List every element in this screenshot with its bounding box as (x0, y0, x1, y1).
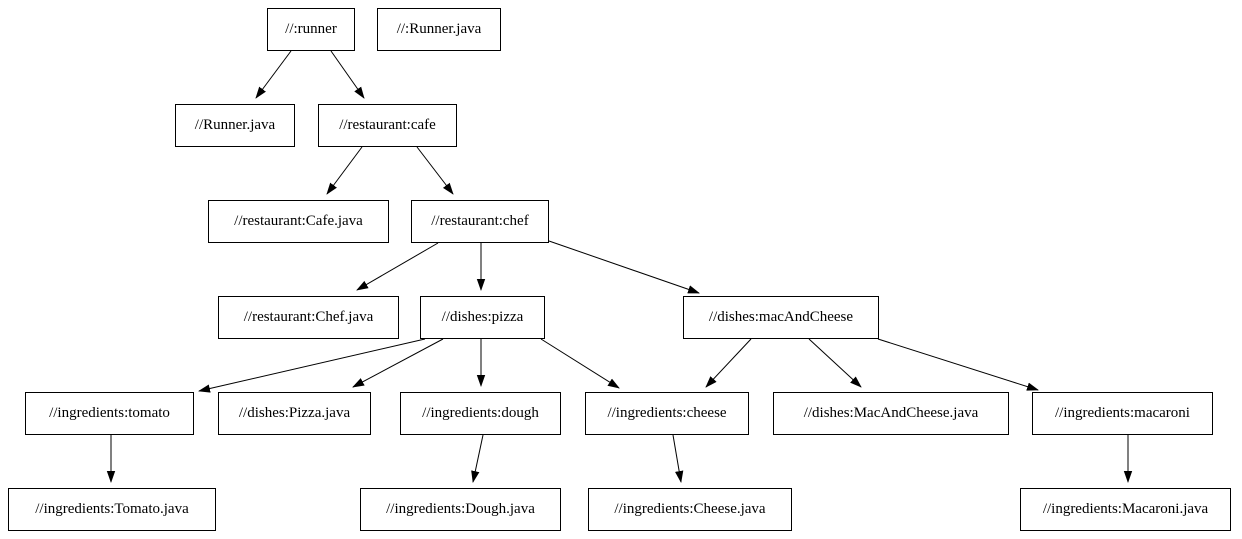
graph-node-mac-and-cheese: //dishes:macAndCheese (683, 296, 879, 339)
graph-node-pizza-java: //dishes:Pizza.java (218, 392, 371, 435)
graph-node-runner-java-root: //:Runner.java (377, 8, 501, 51)
graph-node-runner-java: //Runner.java (175, 104, 295, 147)
graph-node-tomato: //ingredients:tomato (25, 392, 194, 435)
edge-chef-to-mac-and-cheese (548, 240, 700, 294)
edge-mac-and-cheese-to-mac-and-cheese-java (808, 338, 862, 388)
edge-mac-and-cheese-to-macaroni (877, 338, 1039, 391)
graph-node-cheese-java: //ingredients:Cheese.java (588, 488, 792, 531)
edge-dough-to-dough-java (471, 434, 484, 483)
graph-node-cafe: //restaurant:cafe (318, 104, 457, 147)
edge-mac-and-cheese-to-cheese (705, 338, 752, 388)
graph-node-tomato-java: //ingredients:Tomato.java (8, 488, 216, 531)
graph-node-cheese: //ingredients:cheese (585, 392, 749, 435)
graph-node-chef: //restaurant:chef (411, 200, 549, 243)
edge-pizza-to-cheese (540, 338, 620, 389)
edge-cafe-to-cafe-java (326, 146, 363, 195)
edge-pizza-to-tomato (198, 338, 426, 393)
edge-chef-to-chef-java (356, 242, 439, 291)
graph-node-macaroni: //ingredients:macaroni (1032, 392, 1213, 435)
graph-node-dough-java: //ingredients:Dough.java (360, 488, 561, 531)
edge-runner-to-cafe (330, 50, 365, 99)
edge-pizza-to-pizza-java (352, 338, 444, 388)
graph-node-macaroni-java: //ingredients:Macaroni.java (1020, 488, 1231, 531)
edge-runner-to-runner-java (255, 50, 292, 99)
graph-node-chef-java: //restaurant:Chef.java (218, 296, 399, 339)
graph-node-mac-and-cheese-java: //dishes:MacAndCheese.java (773, 392, 1009, 435)
graph-node-runner: //:runner (267, 8, 355, 51)
edge-cafe-to-chef (416, 146, 454, 195)
graph-node-pizza: //dishes:pizza (420, 296, 545, 339)
edge-cheese-to-cheese-java (672, 434, 684, 483)
graph-node-dough: //ingredients:dough (400, 392, 561, 435)
graph-node-cafe-java: //restaurant:Cafe.java (208, 200, 389, 243)
